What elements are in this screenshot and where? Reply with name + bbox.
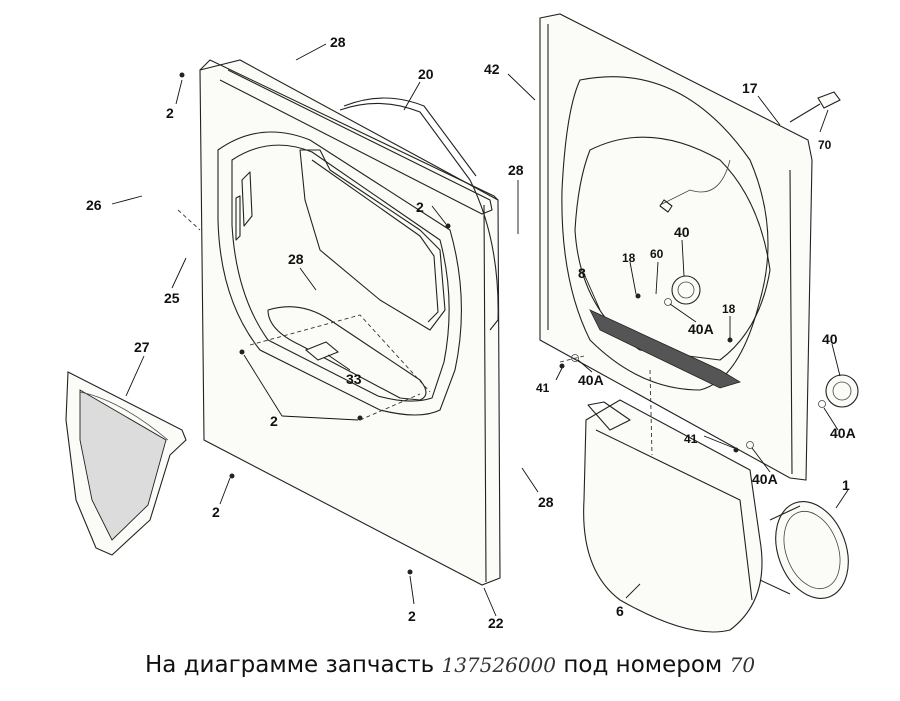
exploded-parts-diagram: 28 20 42 17 70 2 26 25 2 28 28 40 18 60 … [65, 13, 859, 633]
lint-filter-part [65, 371, 187, 556]
callout-41: 41 [684, 432, 698, 446]
callout-1: 1 [842, 477, 850, 493]
callout-22: 22 [488, 615, 504, 631]
callout-28: 28 [538, 494, 554, 510]
callout-27: 27 [134, 339, 150, 355]
outlet-cover-part [825, 374, 859, 408]
caption-middle: под номером [563, 652, 723, 678]
callout-70: 70 [818, 138, 832, 152]
leader-lines [111, 43, 849, 617]
callout-18: 18 [622, 251, 636, 265]
callout-20: 20 [418, 66, 434, 82]
callout-41: 41 [536, 381, 550, 395]
caption-prefix: На диаграмме запчасть [144, 652, 435, 678]
blower-duct-part [583, 399, 763, 633]
callout-28: 28 [508, 162, 524, 178]
callout-2: 2 [212, 504, 220, 520]
callout-28: 28 [330, 34, 346, 50]
callout-8: 8 [578, 265, 586, 281]
caption-part-code: 137526000 [441, 653, 557, 677]
callout-28: 28 [288, 251, 304, 267]
callout-6: 6 [616, 603, 624, 619]
callout-40: 40 [674, 224, 690, 240]
rear-bulkhead-part [539, 13, 813, 481]
callout-labels: 28 20 42 17 70 2 26 25 2 28 28 40 18 60 … [86, 34, 856, 631]
callout-26: 26 [86, 197, 102, 213]
callout-40a: 40A [688, 321, 714, 337]
blower-housing-part [759, 501, 849, 599]
callout-2: 2 [416, 199, 424, 215]
diagram-caption: На диаграмме запчасть 137526000 под номе… [0, 652, 900, 678]
front-panel-part [199, 59, 501, 586]
callout-60: 60 [650, 247, 664, 261]
callout-18: 18 [722, 302, 736, 316]
callout-40a: 40A [578, 372, 604, 388]
callout-25: 25 [164, 290, 180, 306]
callout-2: 2 [166, 105, 174, 121]
thermistor-part [789, 91, 841, 123]
callout-40a: 40A [830, 425, 856, 441]
callout-40a: 40A [752, 471, 778, 487]
caption-part-number: 70 [729, 653, 756, 677]
callout-40: 40 [822, 331, 838, 347]
callout-17: 17 [742, 80, 758, 96]
callout-2: 2 [408, 608, 416, 624]
callout-33: 33 [346, 371, 362, 387]
callout-42: 42 [484, 61, 500, 77]
screws [179, 72, 826, 575]
door-seal-part [339, 97, 499, 331]
alignment-lines [177, 209, 653, 456]
callout-2: 2 [270, 413, 278, 429]
